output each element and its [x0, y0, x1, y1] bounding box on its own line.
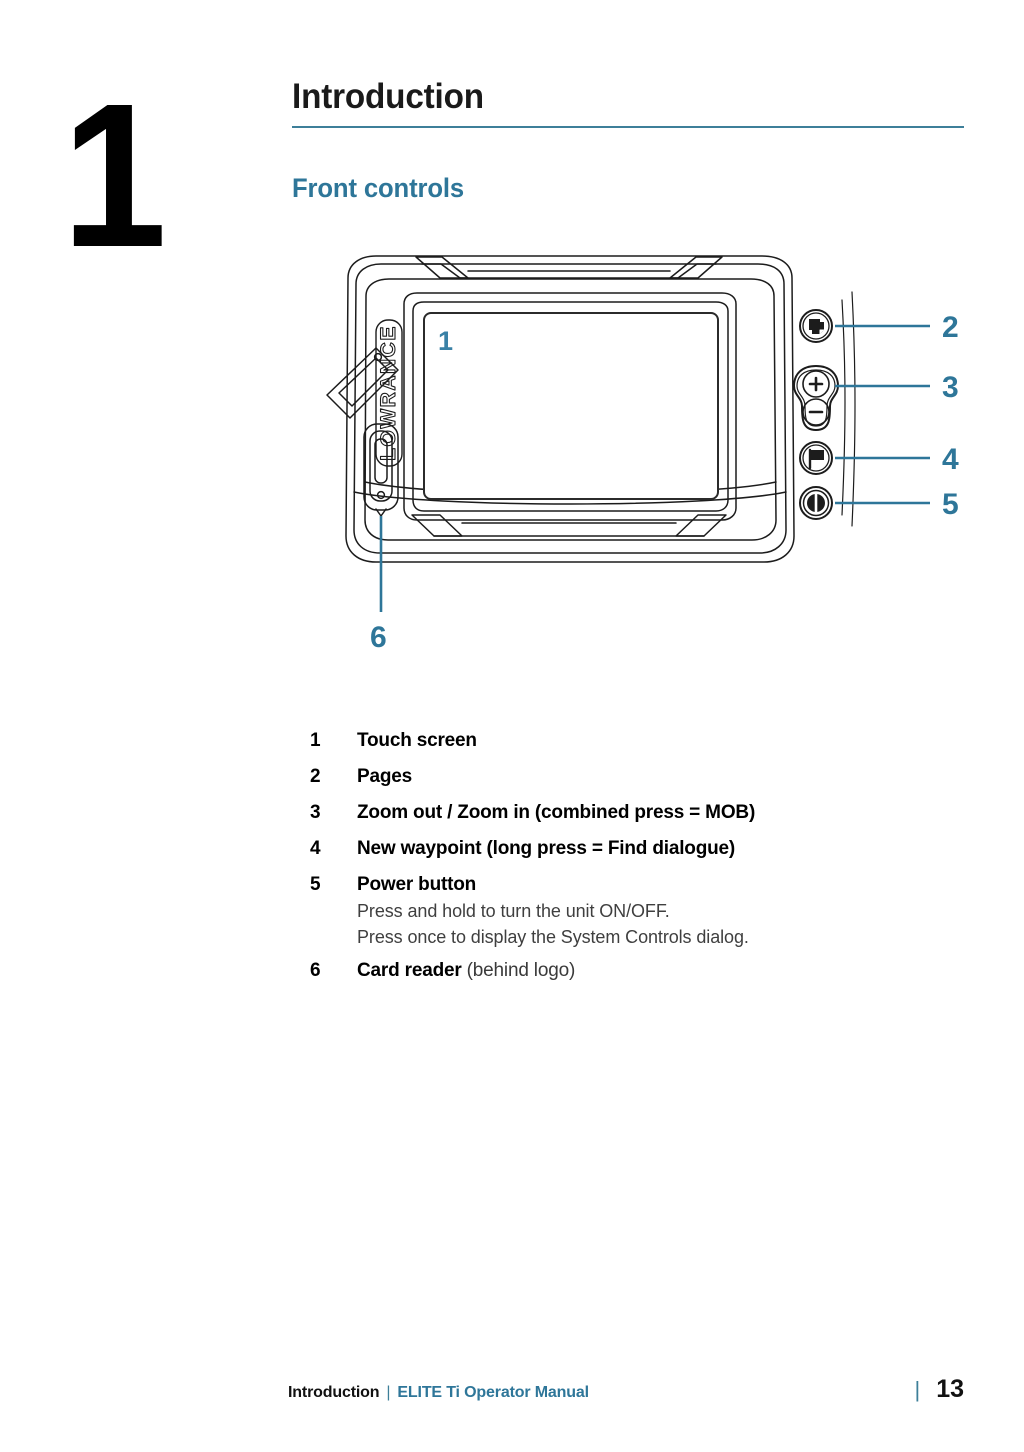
logo-flap [326, 347, 399, 419]
title-divider [292, 125, 964, 128]
legend-label-plain: (behind logo) [461, 960, 576, 982]
legend-label: Pages [357, 765, 413, 787]
callout-number-4: 4 [942, 443, 959, 476]
legend-label: Power button [357, 873, 477, 895]
legend-number: 3 [310, 801, 321, 823]
legend-number: 4 [310, 837, 321, 859]
device-outer-shell [345, 255, 795, 563]
top-bracket-right-inner [677, 263, 717, 279]
legend-item-4: 4 New waypoint (long press = Find dialog… [310, 835, 930, 864]
callout-group [379, 324, 930, 612]
callout-number-1: 1 [438, 326, 453, 356]
page-header: Introduction [292, 77, 964, 128]
legend-subline: Press and hold to turn the unit ON/OFF. [357, 901, 670, 922]
logo-flap-pivot [373, 352, 383, 362]
legend-subline: Press once to display the System Control… [357, 926, 749, 947]
top-bracket-right [669, 256, 723, 279]
zoom-rocker [793, 365, 839, 431]
callout-number-6: 6 [370, 621, 387, 654]
zoom-out-button [802, 398, 830, 426]
legend-label: Zoom out / Zoom in (combined press = MOB… [357, 801, 756, 823]
legend-item-2: 2 Pages [310, 763, 930, 792]
right-bezel-contour-2 [851, 291, 856, 527]
right-bezel-contour [841, 299, 846, 516]
device-shell-line-3 [364, 278, 777, 541]
zoom-in-button [802, 370, 830, 398]
bottom-bracket-right [675, 514, 727, 537]
front-controls-illustration: LOWRANCE [290, 240, 980, 670]
plus-icon [808, 376, 824, 392]
bottom-bracket-left [411, 514, 463, 537]
display-bezel-inner [412, 301, 729, 512]
legend-label: Touch screen [357, 730, 477, 751]
callout-number-3: 3 [942, 371, 959, 404]
legend-label: New waypoint (long press = Find dialogue… [357, 837, 736, 859]
pages-button [799, 309, 833, 343]
footer-page-number: 13 [936, 1375, 964, 1403]
bottom-curve-1 [353, 491, 787, 505]
legend-item-1: 1 Touch screen [310, 727, 930, 756]
callout-number-2: 2 [942, 311, 959, 344]
waypoint-button [799, 441, 833, 475]
legend-number: 2 [310, 765, 321, 787]
top-bracket-left-inner [421, 263, 461, 279]
section-heading: Front controls [292, 173, 465, 203]
legend-number: 5 [310, 873, 321, 895]
display-bezel-outer [403, 292, 737, 521]
footer-page-separator: | [914, 1377, 921, 1402]
legend-label: Card reader (behind logo) [357, 960, 576, 982]
legend-item-3: 3 Zoom out / Zoom in (combined press = M… [310, 799, 930, 828]
power-button [799, 486, 833, 520]
callout-number-5: 5 [942, 488, 959, 521]
svg-text:LOWRANCE: LOWRANCE [377, 325, 400, 461]
page-title: Introduction [292, 77, 484, 116]
legend-item-5: 5 Power button Press and hold to turn th… [310, 871, 930, 951]
legend-list: 1 Touch screen 2 Pages 3 Zoom out / Zoom… [310, 727, 930, 993]
touch-screen [423, 312, 719, 500]
page-footer: Introduction | ELITE Ti Operator Manual … [288, 1375, 964, 1404]
footer-manual-title: ELITE Ti Operator Manual [397, 1384, 589, 1401]
legend-item-6: 6 Card reader (behind logo) [310, 957, 930, 986]
footer-separator: | [386, 1384, 391, 1401]
footer-chapter: Introduction [288, 1384, 380, 1401]
top-bracket-left [415, 256, 469, 279]
chapter-number: 1 [62, 61, 167, 290]
logo-flap-inner [338, 357, 389, 407]
legend-number: 6 [310, 960, 321, 982]
device-shell-line-2 [353, 263, 787, 554]
legend-number: 1 [310, 730, 321, 751]
